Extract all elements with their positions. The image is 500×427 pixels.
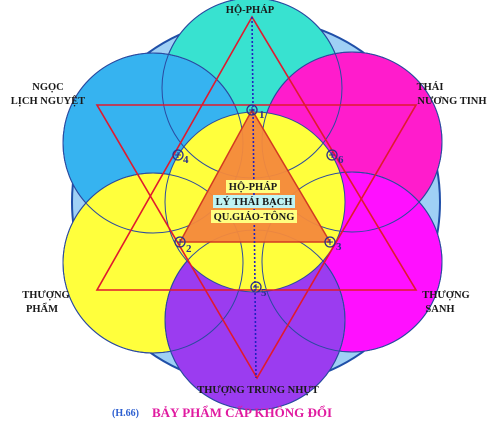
label-upper-left-2: LỊCH NGUYỆT [11,94,85,107]
center-label-line-1: HỘ-PHÁP [229,180,278,193]
label-top: HỘ-PHÁP [226,3,275,16]
node-number-4: 4 [183,154,189,166]
center-label-line-3: QU.GIÁO-TÔNG [214,210,295,223]
node-number-3: 3 [336,241,342,253]
label-upper-right-2: NƯƠNG TINH [417,96,486,107]
label-lower-left-1: THƯỢNG [22,290,69,301]
node-marker-3 [324,236,336,248]
label-upper-left-1: NGỌC [32,82,64,93]
caption-ref: (H.66) [112,408,139,419]
node-marker-2 [174,236,186,248]
label-lower-left-2: PHẨM [26,302,58,315]
center-label-bg-3 [211,210,297,223]
label-lower-right-1: THƯỢNG [422,290,469,301]
node-marker-5 [250,281,262,293]
node-marker-6 [326,149,338,161]
node-marker-1 [246,104,258,116]
node-markers [172,104,338,293]
node-number-1: 1 [259,109,265,121]
label-upper-right-1: THÁI [417,81,444,93]
node-marker-4 [172,149,184,161]
center-label-line-2: LÝ THÁI BẠCH [216,196,293,208]
center-label-bg-2 [213,195,295,208]
node-number-5: 5 [261,287,267,299]
node-number-2: 2 [186,243,192,255]
label-lower-right-2: SANH [425,304,454,315]
caption-title: BẢY PHẨM CẤP KHÔNG ĐỔI [152,405,332,420]
label-bottom: THƯỢNG TRUNG NHỰT [197,385,319,396]
center-label-bg-1 [226,180,280,193]
node-crosses [175,107,335,290]
node-number-6: 6 [338,154,344,166]
